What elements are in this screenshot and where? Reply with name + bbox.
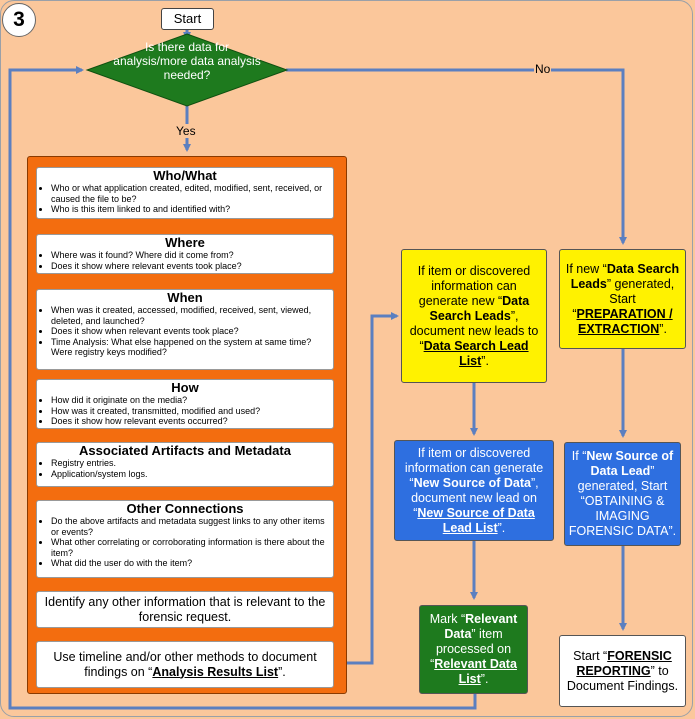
preparation-text: If new “Data Search Leads” generated, St… [565,261,680,336]
relevant-data-list-link[interactable]: Relevant Data List [434,657,517,686]
preparation-box: If new “Data Search Leads” generated, St… [559,249,686,349]
artifacts-bullet: Registry entries. [51,458,333,469]
other-bullet: What did the user do with the item? [51,558,333,569]
when-bullet: Time Analysis: What else happened on the… [51,337,333,358]
other-connections-title: Other Connections [126,501,244,516]
who-what-box: Who/What Who or what application created… [36,167,334,219]
data-search-leads-box: If item or discovered information can ge… [401,249,547,383]
how-title: How [171,380,199,395]
new-source-lead-list-link[interactable]: New Source of Data Lead List [417,505,535,535]
timeline-box: Use timeline and/or other methods to doc… [36,641,334,688]
how-bullet: How was it created, transmitted, modifie… [51,406,333,417]
data-search-lead-list-link[interactable]: Data Search Lead List [423,338,529,368]
other-connections-box: Other Connections Do the above artifacts… [36,500,334,578]
who-what-title: Who/What [153,168,217,183]
identify-box: Identify any other information that is r… [36,591,334,628]
forensic-reporting-text: Start “FORENSIC REPORTING” to Document F… [566,648,679,693]
when-box: When When was it created, accessed, modi… [36,289,334,370]
how-bullet: Does it show how relevant events occurre… [51,416,333,427]
when-bullet: Does it show when relevant events took p… [51,326,333,337]
other-bullet: Do the above artifacts and metadata sugg… [51,516,333,537]
forensic-reporting-box: Start “FORENSIC REPORTING” to Document F… [559,635,686,707]
decision-diamond [85,33,289,107]
how-bullet: How did it originate on the media? [51,395,333,406]
obtaining-imaging-link[interactable]: OBTAINING & IMAGING FORENSIC DATA [568,494,669,538]
relevant-data-box: Mark “Relevant Data” item processed on “… [419,605,528,694]
timeline-text: Use timeline and/or other methods to doc… [53,649,317,679]
artifacts-bullet: Application/system logs. [51,469,333,480]
when-bullet: When was it created, accessed, modified,… [51,305,333,326]
artifacts-title: Associated Artifacts and Metadata [79,443,291,458]
relevant-data-text: Mark “Relevant Data” item processed on “… [429,612,518,686]
yes-label: Yes [175,124,197,138]
where-box: Where Where was it found? Where did it c… [36,234,334,274]
other-bullet: What other correlating or corroborating … [51,537,333,558]
decision-label: Is there data for analysis/more data ana… [113,40,261,82]
obtaining-imaging-text: If “New Source of Data Lead” generated, … [568,449,677,538]
artifacts-box: Associated Artifacts and Metadata Regist… [36,442,334,487]
when-title: When [167,290,203,305]
new-source-box: If item or discovered information can ge… [394,440,554,541]
who-what-bullet: Who is this item linked to and identifie… [51,204,333,215]
obtaining-imaging-box: If “New Source of Data Lead” generated, … [564,442,681,546]
identify-text: Identify any other information that is r… [44,594,326,624]
who-what-bullet: Who or what application created, edited,… [51,183,333,204]
start-node: Start [161,8,214,30]
data-search-leads-text: If item or discovered information can ge… [409,263,539,368]
forensic-reporting-link[interactable]: FORENSIC REPORTING [576,648,672,678]
where-bullet: Where was it found? Where did it come fr… [51,250,333,261]
where-title: Where [165,235,205,250]
where-bullet: Does it show where relevant events took … [51,261,333,272]
analysis-results-list-link[interactable]: Analysis Results List [152,664,279,679]
step-number-badge: 3 [2,3,36,37]
no-label: No [534,62,552,76]
how-box: How How did it originate on the media? H… [36,379,334,429]
new-source-text: If item or discovered information can ge… [404,445,544,535]
preparation-extraction-link[interactable]: PREPARATION / EXTRACTION [576,306,673,336]
